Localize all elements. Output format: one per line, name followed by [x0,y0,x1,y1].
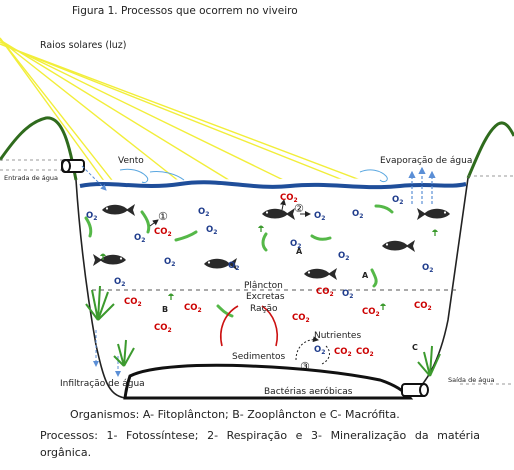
wind-curls [119,168,388,183]
left-bank [0,116,78,181]
svg-text:CO2: CO2 [184,303,202,314]
svg-text:CO2: CO2 [124,297,142,308]
plankton-shapes [84,204,394,318]
sun-rays [0,37,394,195]
svg-text:O2: O2 [198,207,209,218]
mineralization-arrow [295,336,330,365]
wind-label: Vento [118,156,144,166]
evaporation-arrows [408,166,436,204]
svg-text:O2: O2 [314,345,325,356]
svg-text:O2: O2 [114,277,125,288]
svg-text:CO2: CO2 [154,323,172,334]
svg-text:CO2: CO2 [292,313,310,324]
macrophyte-right [417,345,441,377]
svg-text:O2: O2 [338,251,349,262]
marker-a-1: A [296,247,303,256]
sediment-arrows [220,305,278,347]
svg-text:CO2: CO2 [154,227,172,238]
process-1-marker: ① [158,210,168,223]
sediment-mound [123,363,414,400]
water-outlet-label: Saída de água [448,376,495,384]
process-3-marker: ③ [300,360,310,373]
svg-text:O2: O2 [86,211,97,222]
svg-text:O2: O2 [314,211,325,222]
water-outlet-pipe [401,383,429,397]
svg-text:O2: O2 [206,225,217,236]
caption-organisms: Organismos: A- Fitoplâncton; B- Zooplânc… [70,408,400,421]
water-surface [79,180,467,190]
svg-text:O2: O2 [352,209,363,220]
aerobic-bacteria-label: Bactérias aeróbicas [264,386,353,397]
plankton-label: Plâncton [244,281,283,291]
feed-label: Ração [250,304,278,314]
sediments-label: Sedimentos [232,352,286,362]
caption-processes-continued: orgânica. [40,446,92,459]
excreta-label: Excretas [246,292,285,302]
svg-text:CO2: CO2 [280,193,298,204]
svg-text:CO2: CO2 [334,347,352,358]
infiltration-arrows [93,330,121,377]
water-inlet-label: Entrada de água [4,174,58,182]
svg-text:CO2: CO2 [356,347,374,358]
pond-basin [76,178,468,392]
svg-text:O2: O2 [392,195,403,206]
water-inlet-pipe [61,159,107,191]
macrophyte-bottom-left [113,339,135,367]
o2-labels: O2 O2 O2 O2 O2 O2 O2 O2 O2 O2 O2 O2 O2 O… [86,195,433,356]
svg-text:CO2: CO2 [362,307,380,318]
svg-text:CO2: CO2 [316,287,334,298]
marker-c: C [412,343,418,352]
nutrients-label: Nutrientes [314,331,361,341]
process-2-marker: ② [294,202,304,215]
right-bank [466,121,514,179]
svg-text:O2: O2 [422,263,433,274]
figure-title: Figura 1. Processos que ocorrem no vivei… [72,5,298,17]
svg-text:O2: O2 [342,289,353,300]
sun-rays-label: Raios solares (luz) [40,40,126,51]
process-arrows [149,199,311,227]
co2-labels: CO2 CO2 CO2 CO2 CO2 CO2 CO2 CO2 CO2 CO2 … [124,193,432,358]
svg-text:O2: O2 [228,261,239,272]
marker-a-2: A [362,271,369,280]
marker-b: B [162,305,168,314]
macrophyte-left [85,285,115,321]
evaporation-label: Evaporação de água [380,156,472,166]
svg-text:O2: O2 [134,233,145,244]
svg-text:CO2: CO2 [414,301,432,312]
svg-text:O2: O2 [290,239,301,250]
caption-processes: Processos: 1- Fotossíntese; 2- Respiraçã… [40,429,480,442]
infiltration-label: Infiltração de água [60,379,145,389]
svg-text:O2: O2 [164,257,175,268]
